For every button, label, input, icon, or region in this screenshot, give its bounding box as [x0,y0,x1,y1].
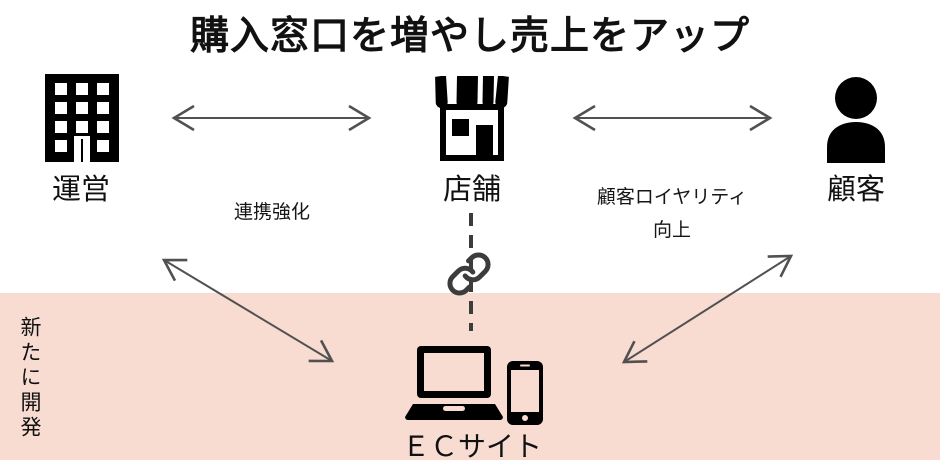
ec-site-label: ＥＣサイト [401,430,542,463]
person-icon [827,77,885,163]
edge-label-loyalty: 顧客ロイヤリティ 向上 [572,181,772,247]
store-label: 店舗 [442,172,501,206]
laptop-icon [405,346,503,420]
building-icon [45,74,119,162]
customer-label: 顧客 [826,172,885,206]
smartphone-icon [507,361,543,425]
chain-link-icon [447,252,491,296]
edge-label-loyalty-line2: 向上 [652,219,691,241]
operator-label: 運営 [51,172,110,206]
page-title: 購入窓口を増やし売上をアップ [189,14,750,59]
edge-label-loyalty-line1: 顧客ロイヤリティ [596,186,748,208]
edge-label-collaboration: 連携強化 [233,201,310,223]
storefront-icon [435,76,509,161]
new-development-note: 新たに開発 [18,316,42,441]
